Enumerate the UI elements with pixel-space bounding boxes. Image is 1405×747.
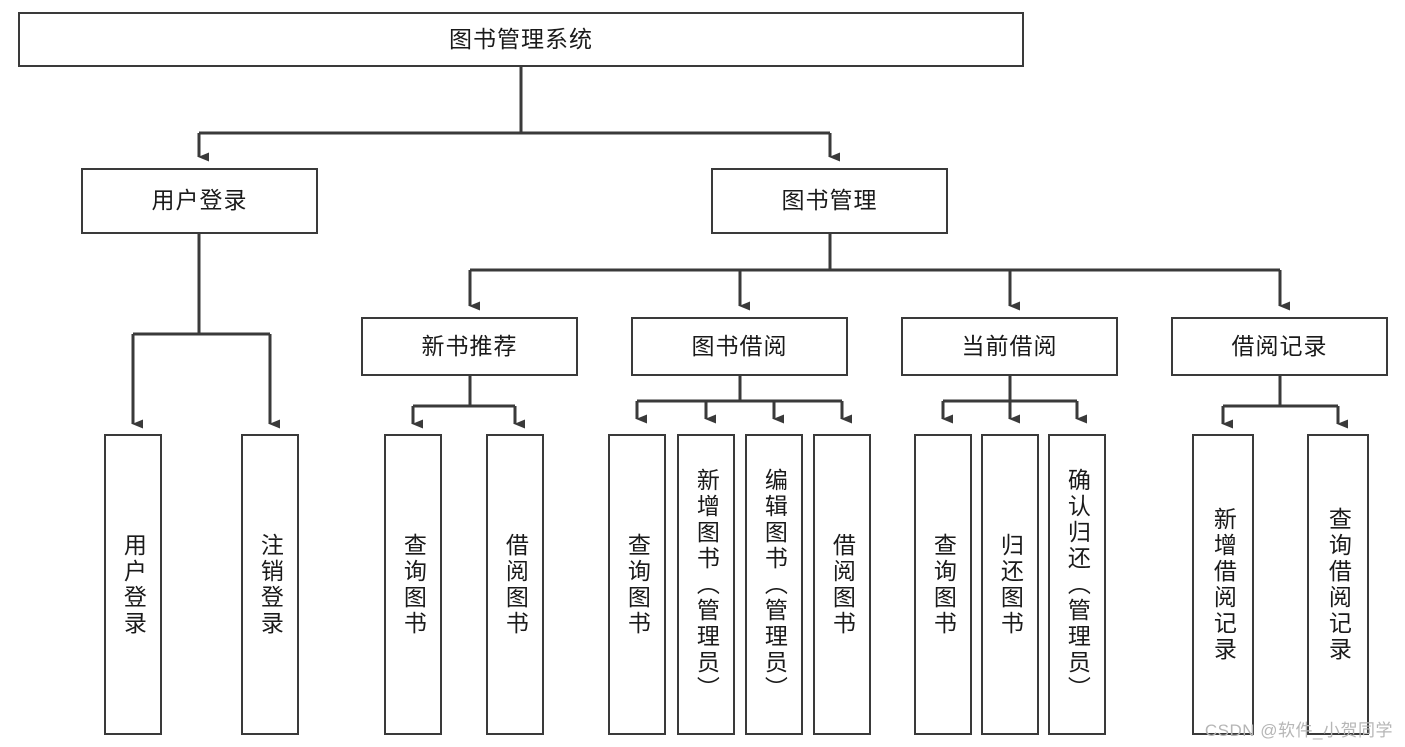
node-book-borrow[interactable]: 图书借阅 [631,317,848,376]
node-root-label: 图书管理系统 [449,25,593,52]
leaf-book-borrow-2[interactable]: 编辑图书（管理员） [745,434,803,735]
node-new-book-recommend-label: 新书推荐 [421,332,518,359]
node-current-borrow[interactable]: 当前借阅 [901,317,1118,376]
leaf-borrow-record-0[interactable]: 新增借阅记录 [1192,434,1254,735]
leaf-user-login-1[interactable]: 注销登录 [241,434,299,735]
node-new-book-recommend[interactable]: 新书推荐 [361,317,578,376]
leaf-label: 借阅图书 [502,532,529,637]
leaf-user-login-0[interactable]: 用户登录 [104,434,162,735]
leaf-current-borrow-0[interactable]: 查询图书 [914,434,972,735]
node-borrow-record-label: 借阅记录 [1231,332,1328,359]
csdn-watermark: CSDN @软件_小贺同学 [1204,721,1393,740]
node-user-login[interactable]: 用户登录 [81,168,318,234]
leaf-label: 注销登录 [257,532,284,637]
node-book-management[interactable]: 图书管理 [711,168,948,234]
node-borrow-record[interactable]: 借阅记录 [1171,317,1388,376]
leaf-label: 查询借阅记录 [1325,506,1352,663]
leaf-label: 查询图书 [624,532,651,637]
leaf-new-book-recommend-1[interactable]: 借阅图书 [486,434,544,735]
leaf-label: 查询图书 [400,532,427,637]
leaf-label: 借阅图书 [829,532,856,637]
leaf-label: 用户登录 [120,532,147,637]
leaf-label: 新增借阅记录 [1210,506,1237,663]
node-current-borrow-label: 当前借阅 [961,332,1058,359]
leaf-label: 新增图书（管理员） [693,467,720,702]
leaf-borrow-record-1[interactable]: 查询借阅记录 [1307,434,1369,735]
node-user-login-label: 用户登录 [151,187,248,214]
leaf-label: 编辑图书（管理员） [761,467,788,702]
leaf-label: 归还图书 [997,532,1024,637]
node-book-borrow-label: 图书借阅 [691,332,788,359]
leaf-book-borrow-3[interactable]: 借阅图书 [813,434,871,735]
leaf-label: 确认归还（管理员） [1064,467,1091,702]
leaf-new-book-recommend-0[interactable]: 查询图书 [384,434,442,735]
leaf-book-borrow-0[interactable]: 查询图书 [608,434,666,735]
node-root[interactable]: 图书管理系统 [18,12,1024,67]
leaf-label: 查询图书 [930,532,957,637]
leaf-current-borrow-2[interactable]: 确认归还（管理员） [1048,434,1106,735]
node-book-management-label: 图书管理 [781,187,878,214]
leaf-current-borrow-1[interactable]: 归还图书 [981,434,1039,735]
leaf-book-borrow-1[interactable]: 新增图书（管理员） [677,434,735,735]
